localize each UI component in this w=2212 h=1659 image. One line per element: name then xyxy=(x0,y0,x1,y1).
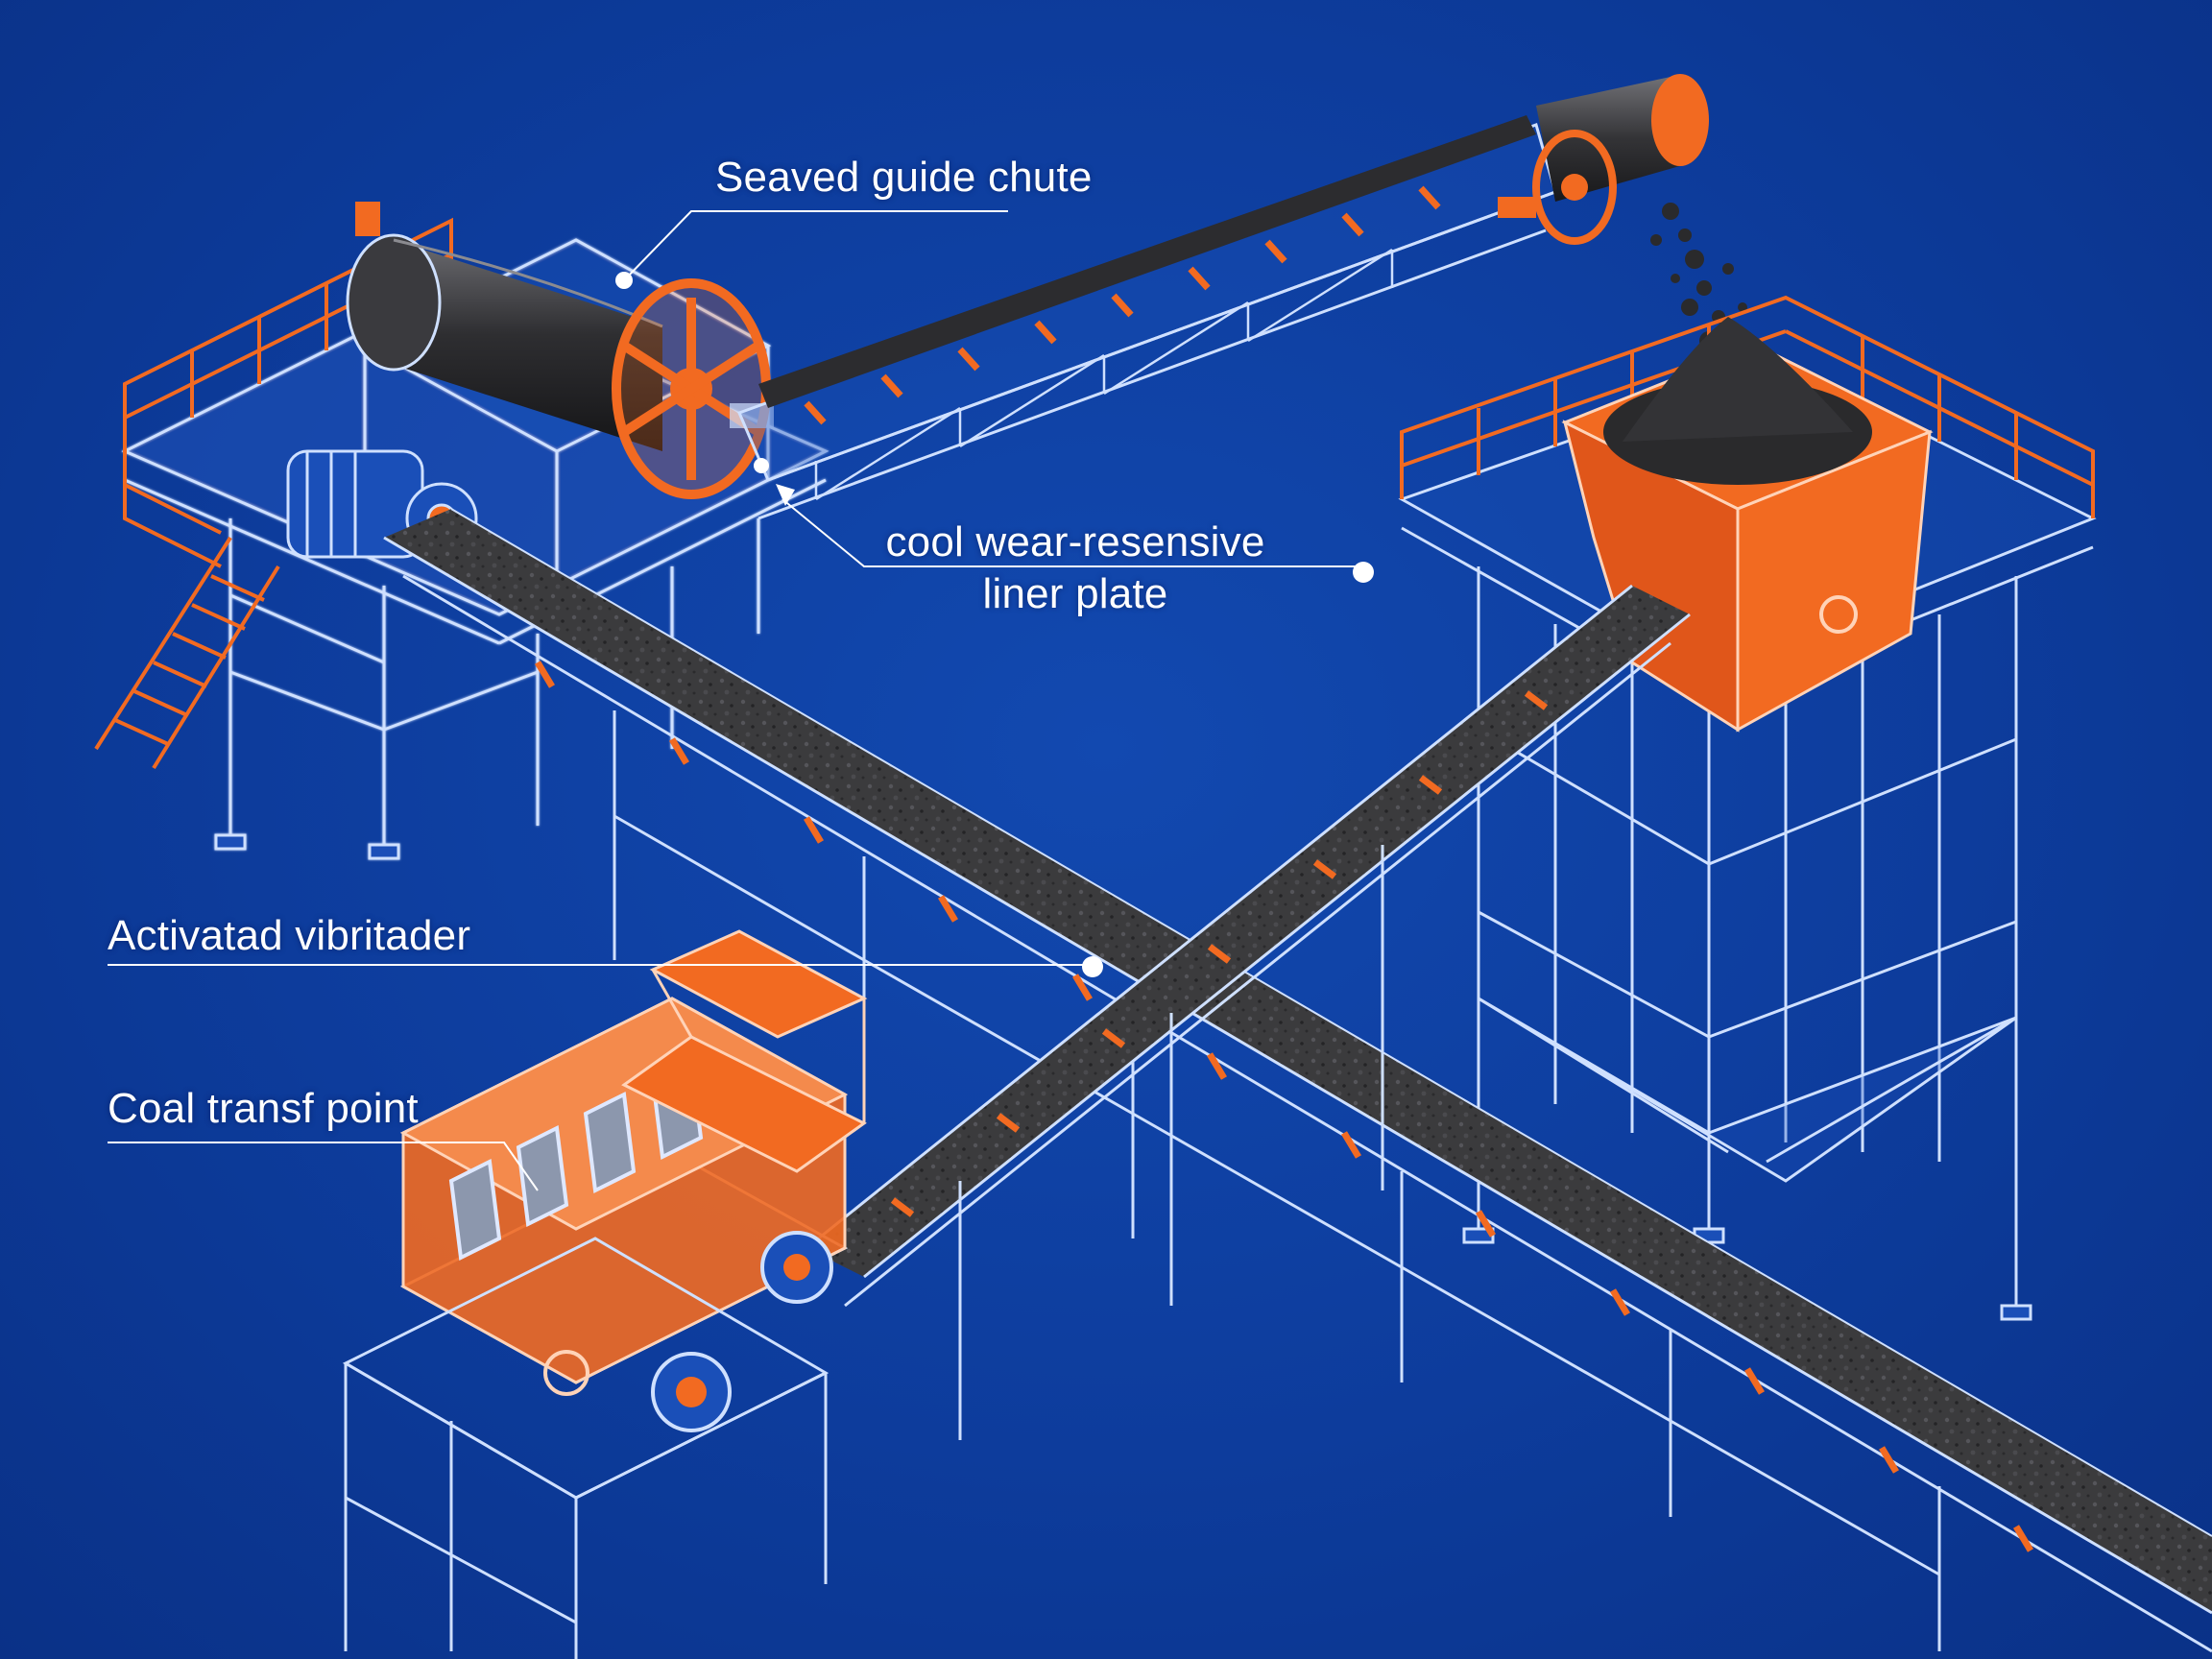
crossing-belt-idlers xyxy=(890,690,1549,1217)
label-vibrator: Activatad vibritader xyxy=(108,912,471,959)
crossing-belt xyxy=(805,584,1691,1308)
crossing-belt-supports xyxy=(958,845,1384,1440)
label-guide-chute: Seaved guide chute xyxy=(715,154,1093,201)
hopper xyxy=(1561,317,1934,733)
main-belt-idlers xyxy=(534,661,2034,1552)
vibrating-feeder xyxy=(342,929,868,1659)
label-liner-plate-line1: cool wear‐resensive xyxy=(885,518,1265,565)
label-liner-plate: cool wear‐resensive liner plate xyxy=(845,517,1306,620)
callout-dots xyxy=(615,272,1374,977)
upper-conveyor-struts xyxy=(814,248,1394,501)
label-liner-plate-line2: liner plate xyxy=(982,570,1168,617)
liner-arrowhead xyxy=(776,484,795,506)
label-transfer-point: Coal transf point xyxy=(108,1085,419,1132)
main-belt-supports xyxy=(613,710,1941,1651)
head-drum-left xyxy=(346,202,774,499)
callout-leaders xyxy=(108,210,1363,1191)
main-belt-descending xyxy=(383,508,2212,1653)
upper-conveyor-idlers xyxy=(804,185,1441,425)
head-drum-right xyxy=(1498,74,1709,245)
